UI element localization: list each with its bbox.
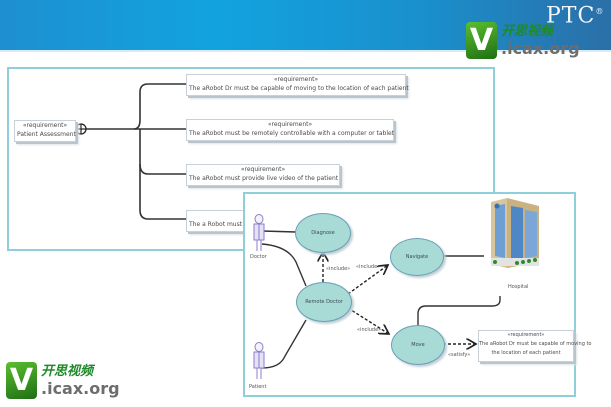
include-label-diagnose: «include» [326, 266, 351, 272]
stereotype-label: «requirement» [273, 76, 319, 83]
hospital-building-icon [491, 198, 539, 268]
stereotype-label: «requirement» [507, 332, 545, 338]
requirement-moving[interactable]: «requirement» The aRobot Dr must be capa… [186, 74, 409, 96]
requirement-text: The a Robot must [189, 221, 243, 228]
patient-actor[interactable] [252, 342, 266, 380]
actor-icon [253, 342, 265, 379]
watermark-logo-icon: V [466, 22, 497, 59]
requirement-live-video[interactable]: «requirement» The aRobot must provide li… [186, 164, 340, 186]
requirement-text-line1: The aRobot Dr must be capable of moving … [479, 341, 592, 347]
usecase-move[interactable]: Move [391, 325, 445, 365]
stereotype-label: «requirement» [240, 166, 286, 173]
stereotype-label: «requirement» [267, 121, 313, 128]
usecase-label: Remote Doctor [305, 299, 343, 305]
watermark-chinese-text: 开思视频 [41, 363, 94, 379]
watermark-bottom: V 开思视频 .icax.org [6, 362, 120, 399]
requirement-move-satisfied[interactable]: «requirement» The aRobot Dr must be capa… [478, 330, 592, 362]
doctor-label: Doctor [250, 254, 267, 260]
header-banner [0, 0, 611, 50]
hospital-actor[interactable] [487, 196, 543, 270]
usecase-label: Move [411, 342, 425, 348]
watermark-url: .icax.org [41, 378, 120, 398]
containment-icon [75, 123, 87, 135]
watermark-logo-icon: V [6, 362, 37, 399]
satisfy-label: «satisfy» [448, 352, 471, 358]
requirement-text: The aRobot must provide live video of th… [189, 175, 339, 182]
brand-mark: ® [595, 7, 605, 16]
usecase-label: Navigate [405, 254, 429, 260]
usecase-remote-doctor[interactable]: Remote Doctor [296, 282, 352, 322]
watermark-chinese-text: 开思视频 [501, 23, 554, 39]
ptc-logo: PTC® [546, 0, 604, 28]
include-label-navigate: «include» [356, 264, 381, 270]
requirement-name: Patient Assessment [17, 131, 76, 138]
usecase-navigate[interactable]: Navigate [390, 238, 444, 276]
requirement-text-line2: the location of each patient [491, 350, 561, 356]
usecase-diagnose[interactable]: Diagnose [295, 213, 351, 253]
actor-icon [253, 214, 265, 251]
requirement-patient-assessment[interactable]: «requirement» Patient Assessment [14, 120, 76, 142]
brand-name: PTC [546, 3, 596, 29]
usecase-label: Diagnose [311, 230, 335, 236]
watermark-url: .icax.org [501, 38, 580, 58]
stereotype-label: «requirement» [22, 122, 68, 129]
hospital-label: Hospital [508, 284, 529, 290]
include-label-move: «include» [357, 327, 382, 333]
doctor-actor[interactable] [252, 214, 266, 252]
patient-label: Patient [249, 384, 267, 390]
watermark-top: V 开思视频 .icax.org [466, 22, 580, 59]
header-divider [0, 50, 611, 52]
requirement-text: The aRobot must be remotely controllable… [189, 130, 395, 137]
requirement-text: The aRobot Dr must be capable of moving … [189, 85, 409, 92]
requirement-remote-control[interactable]: «requirement» The aRobot must be remotel… [186, 119, 394, 141]
